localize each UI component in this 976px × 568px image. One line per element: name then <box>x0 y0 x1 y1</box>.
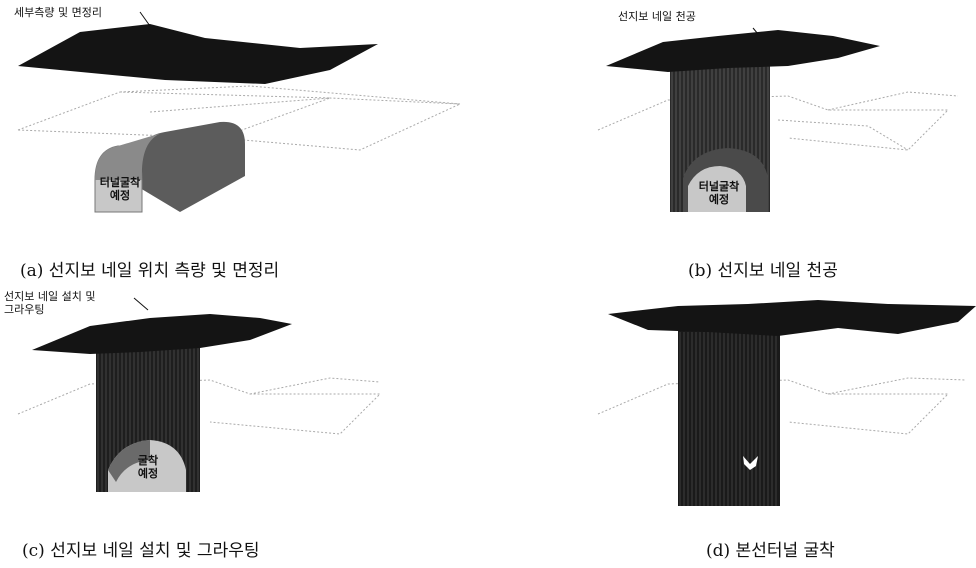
callout-label: 선지보 네일 설치 및 그라우팅 <box>4 290 95 316</box>
tunnel-label-line1: 터널굴착 <box>99 176 141 189</box>
panel-b: 선지보 네일 천공 터널굴착 예정 (b) 선지보 네일 천공 <box>488 0 976 284</box>
panel-d: (d) 본선터널 굴착 <box>488 284 976 568</box>
nail-array <box>670 60 770 212</box>
tunnel-label-line2: 예정 <box>708 193 730 206</box>
panel-c-drawing <box>17 297 382 492</box>
caption: (a) 선지보 네일 위치 측량 및 면정리 <box>20 261 280 281</box>
caption: (d) 본선터널 굴착 <box>706 541 835 561</box>
tunnel-label: 터널굴착 예정 <box>684 180 754 206</box>
tunnel-label-line2: 예정 <box>137 467 159 480</box>
ground-grid <box>17 85 461 151</box>
tunnel-label-line1: 터널굴착 <box>698 180 740 193</box>
callout-label: 선지보 네일 천공 <box>618 10 696 23</box>
ground-grid <box>17 377 382 435</box>
panel-b-drawing <box>597 27 959 212</box>
caption: (b) 선지보 네일 천공 <box>688 261 838 281</box>
ground-grid <box>597 91 959 151</box>
caption: (c) 선지보 네일 설치 및 그라우팅 <box>22 541 260 561</box>
callout-line2: 그라우팅 <box>4 303 45 316</box>
tunnel-label-line2: 예정 <box>109 189 131 202</box>
tunnel-label-line1: 굴착 <box>137 454 159 467</box>
ground-surface <box>18 24 378 84</box>
panel-a: 세부측량 및 면정리 터널굴착 예정 (a) 선지보 네일 위치 측량 및 면정… <box>0 0 488 284</box>
ground-grid <box>597 377 967 435</box>
ground-surface <box>32 314 292 354</box>
nail-array <box>678 330 780 506</box>
tunnel-label: 터널굴착 예정 <box>86 176 154 202</box>
panel-a-drawing <box>17 11 461 213</box>
panel-d-drawing <box>597 300 976 506</box>
callout-label: 세부측량 및 면정리 <box>14 6 102 19</box>
tunnel-label: 굴착 예정 <box>118 454 178 480</box>
ground-surface <box>608 300 976 336</box>
nail-array <box>96 344 200 492</box>
planned-tunnel <box>94 121 245 213</box>
callout-line1: 선지보 네일 설치 및 <box>4 290 96 303</box>
tunnel-opening <box>743 456 758 470</box>
ground-surface <box>606 30 880 72</box>
panel-c: 선지보 네일 설치 및 그라우팅 굴착 예정 (c) 선지보 네일 설치 및 그… <box>0 284 488 568</box>
